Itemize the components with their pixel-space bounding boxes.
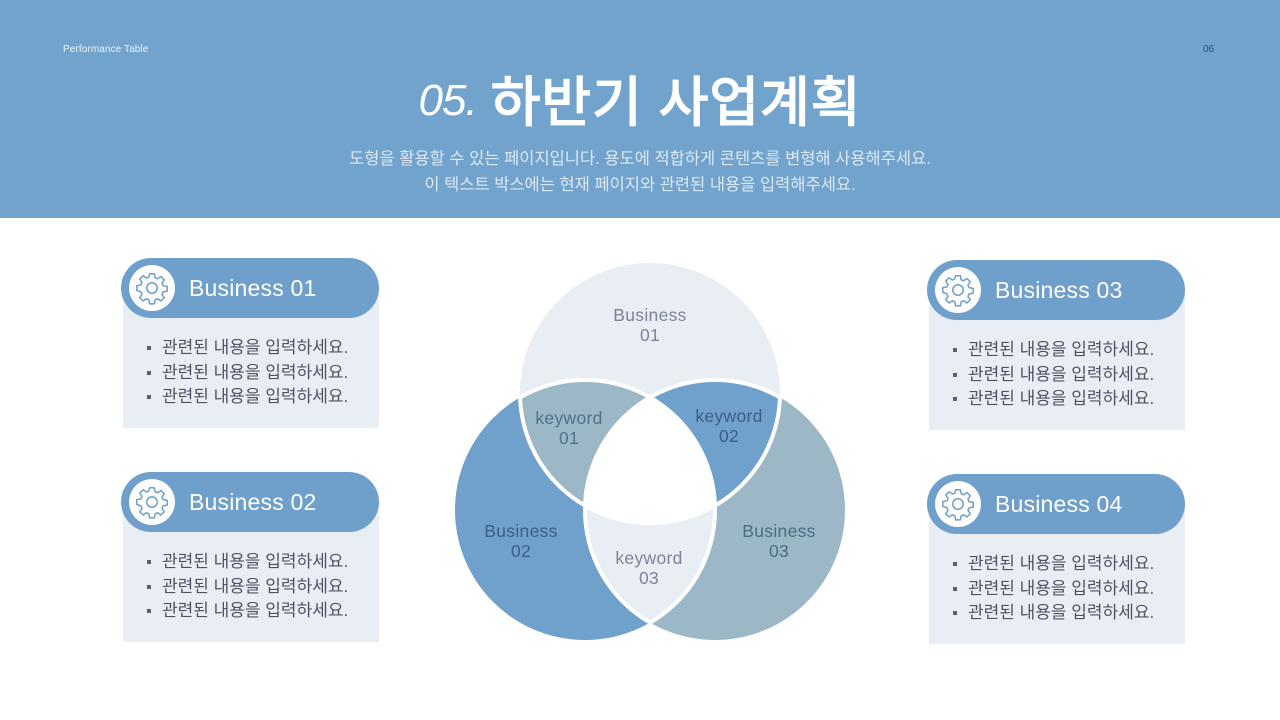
- card-header: Business 03: [927, 260, 1185, 320]
- header-banner: Performance Table 06 05.하반기 사업계획 도형을 활용할…: [0, 0, 1280, 218]
- list-item: 관련된 내용을 입력하세요.: [147, 361, 348, 386]
- list-item: 관련된 내용을 입력하세요.: [147, 336, 348, 361]
- gear-icon: [935, 267, 981, 313]
- list-item: 관련된 내용을 입력하세요.: [147, 599, 348, 624]
- card-header: Business 04: [927, 474, 1185, 534]
- bullet-icon: [147, 560, 151, 565]
- page-subtitle: 도형을 활용할 수 있는 페이지입니다. 용도에 적합하게 콘텐츠를 변형해 사…: [0, 146, 1280, 198]
- bullet-icon: [147, 395, 151, 400]
- bullet-icon: [953, 611, 957, 616]
- page-number: 06: [1203, 44, 1215, 55]
- list-item: 관련된 내용을 입력하세요.: [953, 387, 1154, 412]
- list-item: 관련된 내용을 입력하세요.: [953, 577, 1154, 602]
- list-item: 관련된 내용을 입력하세요.: [953, 601, 1154, 626]
- bullet-icon: [953, 586, 957, 591]
- bullet-icon: [147, 584, 151, 589]
- business-card-02: Business 02 관련된 내용을 입력하세요. 관련된 내용을 입력하세요…: [121, 472, 379, 642]
- bullet-icon: [953, 348, 957, 353]
- gear-icon: [129, 265, 175, 311]
- venn-shapes: [455, 263, 845, 640]
- business-card-03: Business 03 관련된 내용을 입력하세요. 관련된 내용을 입력하세요…: [927, 260, 1185, 430]
- bullet-icon: [147, 346, 151, 351]
- card-list: 관련된 내용을 입력하세요. 관련된 내용을 입력하세요. 관련된 내용을 입력…: [953, 338, 1154, 412]
- page-title: 05.하반기 사업계획: [0, 58, 1280, 137]
- card-title: Business 03: [995, 276, 1123, 303]
- list-item: 관련된 내용을 입력하세요.: [953, 552, 1154, 577]
- bullet-icon: [953, 562, 957, 567]
- gear-icon: [935, 481, 981, 527]
- list-item: 관련된 내용을 입력하세요.: [953, 363, 1154, 388]
- card-header: Business 01: [121, 258, 379, 318]
- card-header: Business 02: [121, 472, 379, 532]
- header-label: Performance Table: [63, 44, 149, 55]
- business-card-01: Business 01 관련된 내용을 입력하세요. 관련된 내용을 입력하세요…: [121, 258, 379, 428]
- title-text: 하반기 사업계획: [490, 73, 862, 133]
- bullet-icon: [953, 397, 957, 402]
- title-number: 05.: [418, 76, 478, 125]
- bullet-icon: [147, 370, 151, 375]
- subtitle-line-1: 도형을 활용할 수 있는 페이지입니다. 용도에 적합하게 콘텐츠를 변형해 사…: [349, 150, 931, 168]
- overlap-center: [585, 380, 715, 523]
- list-item: 관련된 내용을 입력하세요.: [147, 550, 348, 575]
- list-item: 관련된 내용을 입력하세요.: [953, 338, 1154, 363]
- subtitle-line-2: 이 텍스트 박스에는 현재 페이지와 관련된 내용을 입력해주세요.: [424, 176, 856, 194]
- bullet-icon: [953, 372, 957, 377]
- business-card-04: Business 04 관련된 내용을 입력하세요. 관련된 내용을 입력하세요…: [927, 474, 1185, 644]
- card-list: 관련된 내용을 입력하세요. 관련된 내용을 입력하세요. 관련된 내용을 입력…: [953, 552, 1154, 626]
- bullet-icon: [147, 609, 151, 614]
- card-title: Business 01: [189, 274, 317, 301]
- gear-icon: [129, 479, 175, 525]
- card-title: Business 04: [995, 490, 1123, 517]
- list-item: 관련된 내용을 입력하세요.: [147, 575, 348, 600]
- card-list: 관련된 내용을 입력하세요. 관련된 내용을 입력하세요. 관련된 내용을 입력…: [147, 550, 348, 624]
- list-item: 관련된 내용을 입력하세요.: [147, 385, 348, 410]
- card-list: 관련된 내용을 입력하세요. 관련된 내용을 입력하세요. 관련된 내용을 입력…: [147, 336, 348, 410]
- card-title: Business 02: [189, 488, 317, 515]
